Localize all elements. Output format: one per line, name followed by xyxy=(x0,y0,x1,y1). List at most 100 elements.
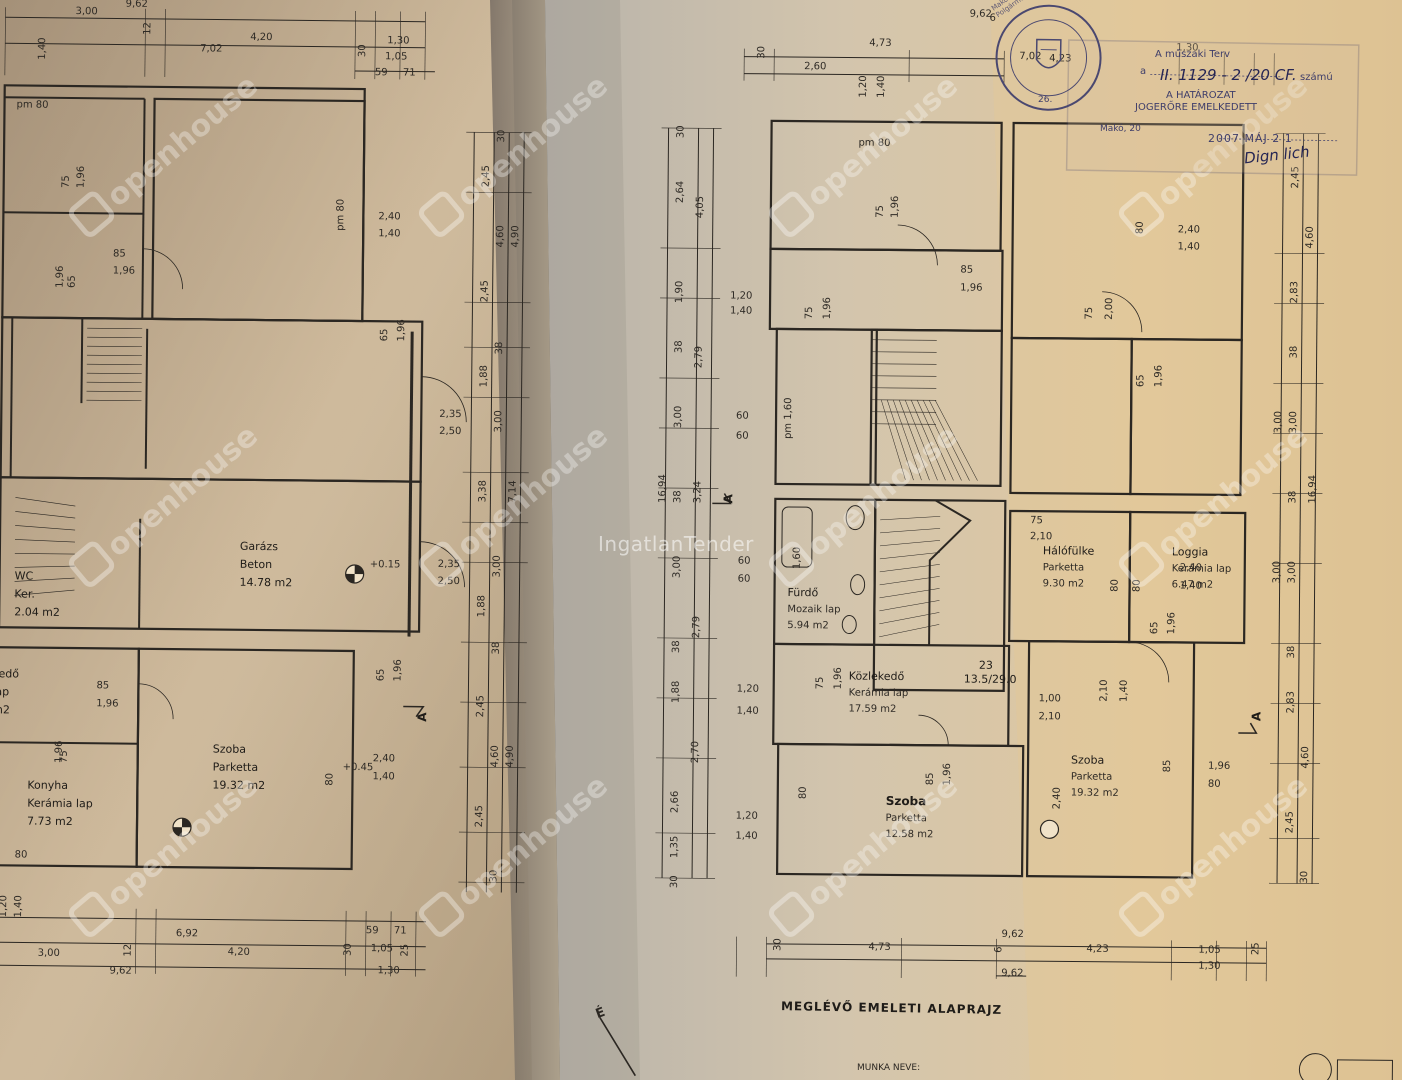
dimension-tick xyxy=(399,11,401,80)
dimension-label: 7,02 xyxy=(200,43,222,54)
dimension-label: 1,05 xyxy=(385,51,407,62)
stair-tread xyxy=(898,399,930,481)
dimension-label: 2,83 xyxy=(1289,281,1300,303)
dimension-label: 38 xyxy=(674,340,685,353)
dimension-line xyxy=(0,964,426,971)
dimension-label: 38 xyxy=(1286,646,1297,659)
opening-label: 80 xyxy=(1208,779,1221,790)
dimension-line xyxy=(1276,133,1285,884)
room-area: 14.78 m2 xyxy=(239,576,292,590)
room-floor: Ker. xyxy=(14,587,35,600)
dimension-line xyxy=(500,132,510,893)
dimension-tick xyxy=(657,557,718,559)
dimension-label: 7,14 xyxy=(507,480,518,502)
opening-label: 1,40 xyxy=(378,228,400,239)
dimension-tick xyxy=(459,766,526,769)
room-floor: Parketta xyxy=(1043,562,1084,573)
dimension-label: 1,30 xyxy=(377,965,399,976)
dimension-label: 4,73 xyxy=(869,38,891,49)
room-area: 17.59 m2 xyxy=(848,704,896,715)
dimension-label: 3,00 xyxy=(75,6,97,17)
dimension-label: 4,60 xyxy=(495,225,506,247)
dimension-label: 38 xyxy=(672,490,683,503)
opening-label: 80 xyxy=(324,773,335,786)
opening-label: 1,96 xyxy=(890,196,901,218)
dimension-label: 6 xyxy=(990,13,996,24)
wall xyxy=(869,328,1003,487)
opening-label: 1,40 xyxy=(13,895,24,917)
dimension-line xyxy=(0,916,427,923)
opening-label: 1,96 xyxy=(960,283,982,294)
opening-label: 2,40 xyxy=(1180,562,1202,573)
dimension-tick xyxy=(462,471,529,474)
dimension-line xyxy=(744,56,1005,60)
room-name: WC xyxy=(15,569,34,582)
stair-tread xyxy=(86,363,142,366)
dimension-tick xyxy=(424,11,426,80)
interior-wall xyxy=(4,96,145,100)
dimension-label: 3,00 xyxy=(673,406,684,428)
opening-label: 1,96 xyxy=(822,297,833,319)
opening-label: 2,50 xyxy=(439,426,461,437)
door-swing xyxy=(419,541,465,588)
wall xyxy=(775,742,1025,878)
section-arrow xyxy=(403,705,425,718)
dimension-label: 3,00 xyxy=(38,948,60,959)
dimension-label: 30 xyxy=(496,130,507,143)
stair-tread xyxy=(892,399,922,481)
watermark-logo-icon xyxy=(68,891,115,937)
room-name: kedő xyxy=(0,667,19,680)
opening-label: 2,10 xyxy=(1038,711,1060,722)
opening-label: 1,20 xyxy=(730,291,752,302)
dimension-label: 3,00 xyxy=(1272,561,1283,583)
dimension-label: 3,00 xyxy=(672,556,683,578)
dimension-line xyxy=(661,127,670,878)
dimension-label: 7,02 xyxy=(1019,51,1041,62)
dimension-line xyxy=(744,73,1005,77)
watermark-logo-icon xyxy=(418,891,465,937)
opening-label: 1,20 xyxy=(736,811,758,822)
room-name: Garázs xyxy=(240,540,278,553)
opening-label: pm 80 xyxy=(335,199,346,231)
stair-tread xyxy=(879,540,941,547)
opening-label: 1,96 xyxy=(1166,612,1177,634)
opening-label: 1,96 xyxy=(1208,761,1230,772)
dimension-line xyxy=(0,941,426,948)
opening-label: pm 1,60 xyxy=(783,397,794,439)
dimension-label: 1,90 xyxy=(674,281,685,303)
stair-tread xyxy=(871,423,937,425)
opening-label: 75 xyxy=(59,750,70,763)
stair-tread xyxy=(14,589,75,596)
stair-tread xyxy=(880,516,941,521)
dimension-line xyxy=(485,132,495,893)
interior-wall xyxy=(141,98,146,319)
dimension-label: 9,62 xyxy=(1001,968,1023,979)
dimension-label: 38 xyxy=(1289,346,1300,359)
dimension-label: 1,88 xyxy=(671,681,682,703)
dimension-label: 38 xyxy=(491,642,502,655)
interior-wall xyxy=(0,741,138,745)
dimension-label: 4,90 xyxy=(505,745,516,767)
dimension-label: 30 xyxy=(357,44,368,57)
right-sheet xyxy=(545,0,1402,1080)
section-marker-label: A xyxy=(1249,711,1263,721)
opening-label: 1,96 xyxy=(113,265,135,276)
watermark-logo-icon xyxy=(418,541,465,587)
dimension-line xyxy=(1296,133,1305,884)
opening-label: 1,40 xyxy=(372,771,394,782)
interior-wall xyxy=(138,518,142,629)
stair-tread xyxy=(14,553,75,555)
dimension-line xyxy=(515,132,525,893)
opening-label: 60 xyxy=(738,574,751,585)
dimension-tick xyxy=(374,11,376,80)
dimension-label: 3,00 xyxy=(1287,561,1298,583)
dimension-label: 1,30 xyxy=(1198,961,1220,972)
opening-label: 2,35 xyxy=(439,409,461,420)
dimension-label: 71 xyxy=(403,67,416,78)
watermark-logo-icon xyxy=(1118,191,1165,237)
dimension-label: 3,00 xyxy=(493,410,504,432)
bathtub-icon xyxy=(781,506,813,568)
dimension-label: 38 xyxy=(671,640,682,653)
dimension-label: 30 xyxy=(772,938,783,951)
